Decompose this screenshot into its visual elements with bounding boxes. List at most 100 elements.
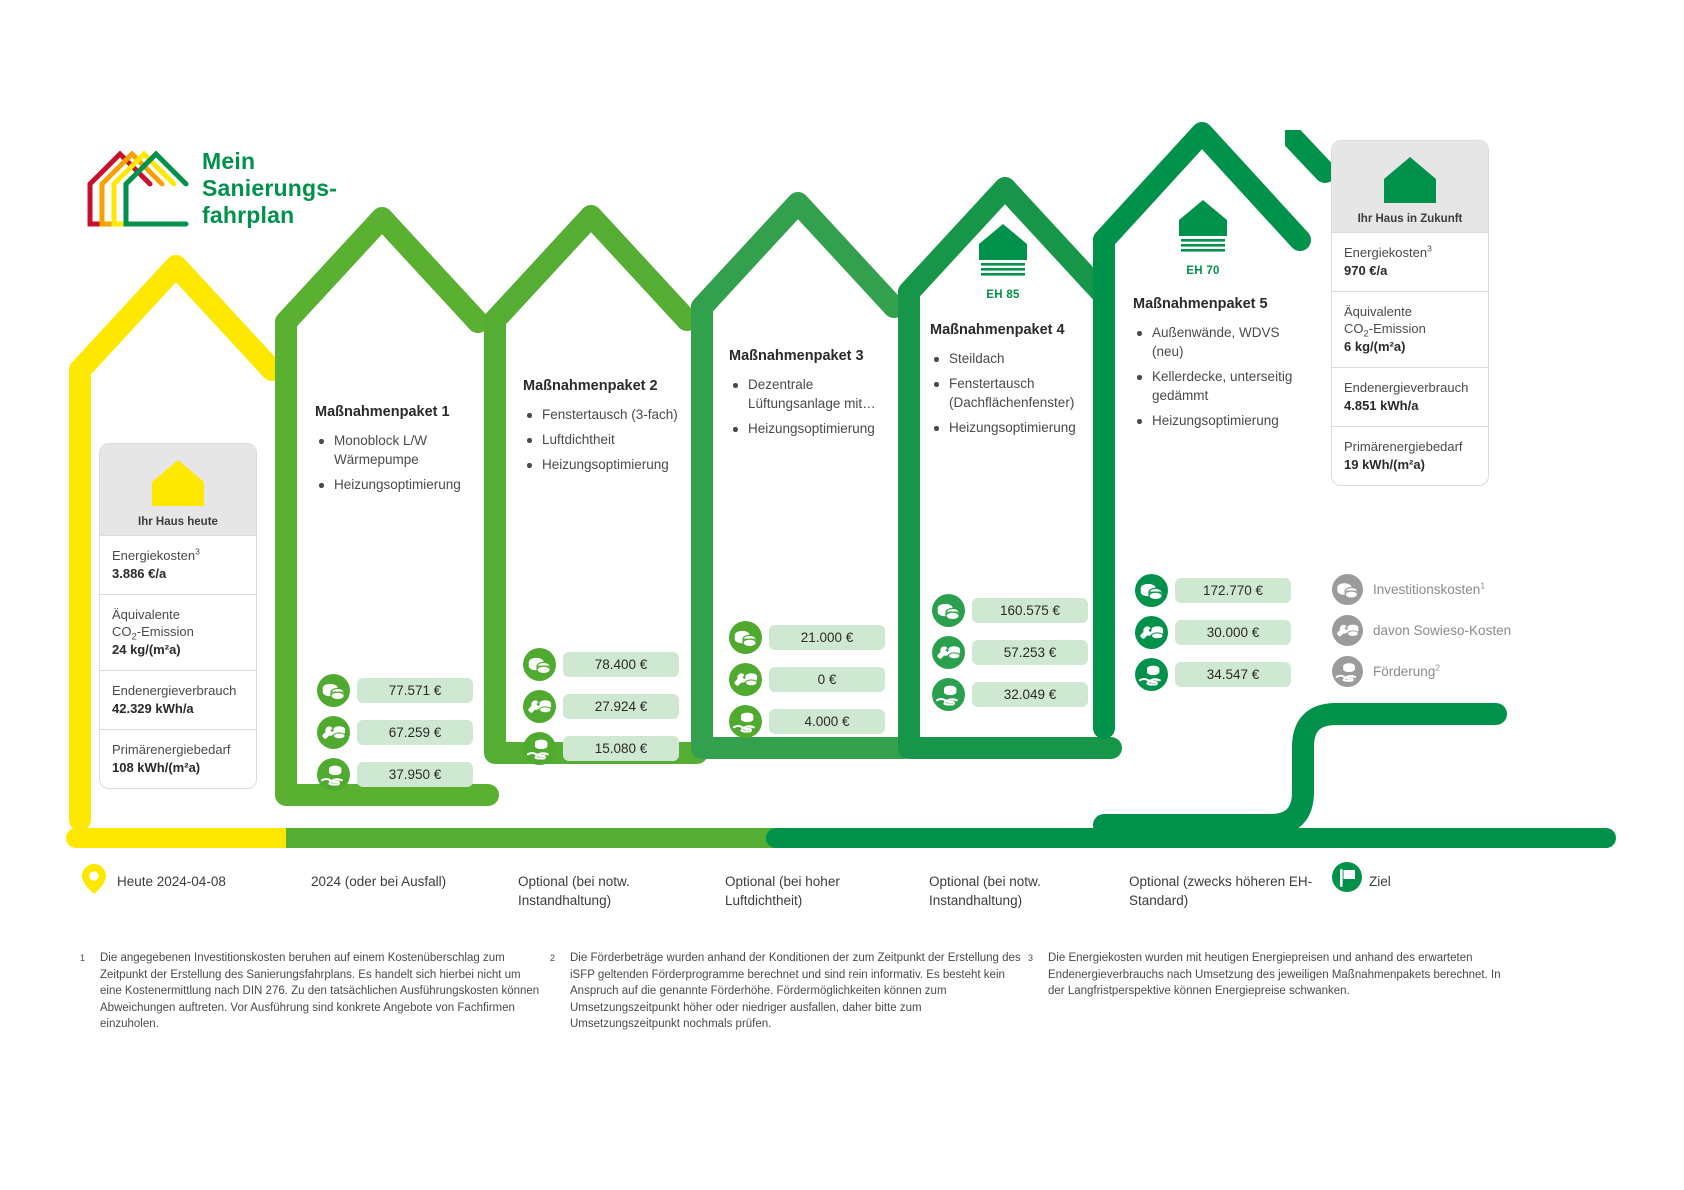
eh-standard-label: EH 85 [986, 289, 1020, 301]
legend-item-sowieso-kosten: davon Sowieso-Kosten [1332, 615, 1511, 646]
cost-row-sowieso: 57.253 € [932, 636, 1088, 669]
cost-value: 67.259 € [357, 720, 473, 745]
flag-icon [1332, 862, 1362, 899]
package-1-measures: Monoblock L/W Wärmepumpe Heizungsoptimie… [315, 431, 483, 494]
package-5-title: Maßnahmenpaket 5 [1133, 296, 1268, 312]
cost-value: 37.950 € [357, 762, 473, 787]
house-outline-package-1 [272, 200, 502, 820]
efficiency-house-icon [979, 224, 1027, 276]
hand-coins-icon [1135, 658, 1168, 691]
eh-standard-label: EH 70 [1186, 265, 1220, 277]
wrench-coins-icon [1135, 616, 1168, 649]
package-2-measure: Fenstertausch (3-fach) [523, 405, 691, 424]
hand-coins-icon-grey [1332, 656, 1363, 687]
coins-icon [523, 648, 556, 681]
logo: Mein Sanierungs- fahrplan [80, 128, 350, 248]
house-outline-package-3 [688, 185, 918, 765]
coins-icon [317, 674, 350, 707]
cost-row-sowieso: 0 € [729, 663, 885, 696]
package-5-measures: Außenwände, WDVS (neu) Kellerdecke, unte… [1133, 323, 1301, 430]
house-outline-package-4 [895, 170, 1125, 770]
wrench-coins-icon [523, 690, 556, 723]
today-house-card: Ihr Haus heute Energiekosten3 3.886 €/a … [99, 443, 257, 789]
cost-row-investition: 21.000 € [729, 621, 885, 654]
cost-row-investition: 77.571 € [317, 674, 473, 707]
cost-value: 57.253 € [972, 640, 1088, 665]
cost-row-foerderung: 32.049 € [932, 678, 1088, 711]
footnote-1-text: Die angegebenen Investitionskosten beruh… [100, 952, 540, 1030]
package-3-title: Maßnahmenpaket 3 [729, 348, 864, 364]
timeline-step-2: Optional (bei notw. Instandhaltung) [518, 874, 630, 908]
future-house-card: Ihr Haus in Zukunft Energiekosten3 970 €… [1331, 140, 1489, 486]
cost-row-foerderung: 37.950 € [317, 758, 473, 791]
eh-badge-package-4: EH 85 [963, 222, 1043, 301]
timeline-step-1: 2024 (oder bei Ausfall) [311, 874, 447, 889]
cost-row-foerderung: 15.080 € [523, 732, 679, 765]
cost-row-investition: 160.575 € [932, 594, 1088, 627]
hand-coins-icon [729, 705, 762, 738]
wrench-coins-icon [932, 636, 965, 669]
timeline-step-5: Optional (zwecks höheren EH-Standard) [1129, 874, 1313, 908]
package-1-title: Maßnahmenpaket 1 [315, 404, 450, 420]
future-row-energiekosten: Energiekosten3 970 €/a [1332, 232, 1488, 291]
wrench-coins-icon-grey [1332, 615, 1363, 646]
package-2-measures: Fenstertausch (3-fach) Luftdichtheit Hei… [523, 405, 691, 474]
cost-value: 0 € [769, 667, 885, 692]
package-4-costs: 160.575 € 57.253 € 32.049 € [932, 594, 1088, 720]
cost-legend: Investitionskosten1 davon Sowieso-Kosten… [1332, 574, 1511, 697]
coins-icon [932, 594, 965, 627]
package-4-title: Maßnahmenpaket 4 [930, 322, 1065, 338]
legend-item-investitionskosten: Investitionskosten1 [1332, 574, 1511, 605]
today-card-header: Ihr Haus heute [100, 444, 256, 535]
cost-value: 172.770 € [1175, 578, 1291, 603]
package-3: Maßnahmenpaket 3 Dezentrale Lüftungsanla… [729, 348, 897, 444]
package-5-costs: 172.770 € 30.000 € 34.547 € [1135, 574, 1291, 700]
cost-row-sowieso: 27.924 € [523, 690, 679, 723]
package-3-costs: 21.000 € 0 € 4.000 € [729, 621, 885, 747]
cost-row-investition: 172.770 € [1135, 574, 1291, 607]
timeline-bar [66, 826, 1626, 852]
package-4-measure: Steildach [930, 349, 1098, 368]
hand-coins-icon [523, 732, 556, 765]
footnote-3-number: 3 [1028, 953, 1034, 963]
cost-value: 4.000 € [769, 709, 885, 734]
today-row-endenergie: Endenergieverbrauch 42.329 kWh/a [100, 670, 256, 729]
house-outline-package-5 [1090, 115, 1340, 795]
timeline-end-label: Ziel [1369, 874, 1391, 889]
future-card-header: Ihr Haus in Zukunft [1332, 141, 1488, 232]
today-row-primaerenergie: Primärenergiebedarf 108 kWh/(m²a) [100, 729, 256, 788]
legend-label: Förderung2 [1373, 662, 1441, 679]
footnote-1-number: 1 [80, 953, 86, 963]
cost-row-foerderung: 4.000 € [729, 705, 885, 738]
package-3-measures: Dezentrale Lüftungsanlage mit… Heizungso… [729, 375, 897, 438]
future-card-connector [1285, 130, 1345, 240]
package-2-measure: Heizungsoptimierung [523, 455, 691, 474]
package-3-measure: Dezentrale Lüftungsanlage mit… [729, 375, 897, 413]
cost-value: 160.575 € [972, 598, 1088, 623]
timeline-start-label: Heute 2024-04-08 [117, 874, 226, 889]
legend-item-foerderung: Förderung2 [1332, 656, 1511, 687]
cost-value: 21.000 € [769, 625, 885, 650]
today-card-title: Ihr Haus heute [138, 516, 218, 528]
eh-badge-package-5: EH 70 [1163, 198, 1243, 277]
footnote-1: 1 Die angegebenen Investitionskosten ber… [80, 950, 542, 1033]
package-2: Maßnahmenpaket 2 Fenstertausch (3-fach) … [523, 378, 691, 480]
hand-coins-icon [932, 678, 965, 711]
footnote-3-text: Die Energiekosten wurden mit heutigen En… [1048, 952, 1501, 997]
legend-label: Investitionskosten1 [1373, 580, 1486, 597]
cost-value: 27.924 € [563, 694, 679, 719]
cost-value: 34.547 € [1175, 662, 1291, 687]
cost-row-sowieso: 30.000 € [1135, 616, 1291, 649]
coins-icon [729, 621, 762, 654]
package-1-measure: Heizungsoptimierung [315, 475, 483, 494]
cost-row-investition: 78.400 € [523, 648, 679, 681]
cost-value: 30.000 € [1175, 620, 1291, 645]
logo-text: Mein Sanierungs- fahrplan [202, 148, 338, 228]
package-3-measure: Heizungsoptimierung [729, 419, 897, 438]
coins-icon [1135, 574, 1168, 607]
package-1: Maßnahmenpaket 1 Monoblock L/W Wärmepump… [315, 404, 483, 500]
future-row-endenergie: Endenergieverbrauch 4.851 kWh/a [1332, 367, 1488, 426]
